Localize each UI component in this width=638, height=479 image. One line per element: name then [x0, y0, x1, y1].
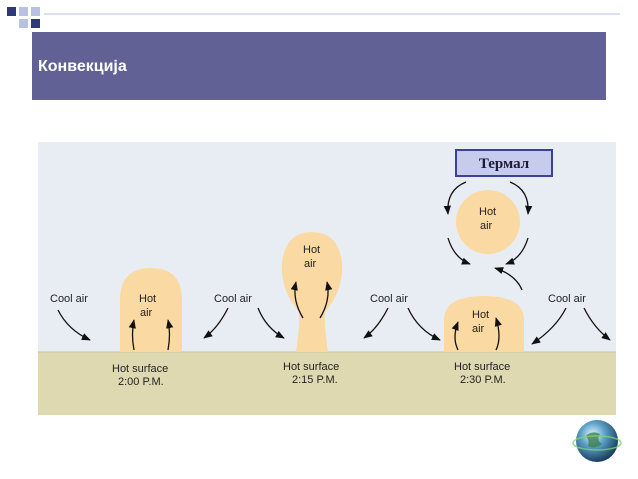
globe-icon	[572, 420, 622, 462]
cool-air-label-4: Cool air	[548, 293, 586, 305]
globe-ring	[572, 435, 622, 451]
rising-arrow-3a	[451, 321, 459, 351]
hot-air-label-3b: air	[480, 220, 493, 232]
hot-air-label-1b: air	[140, 307, 153, 319]
decorative-header	[7, 7, 620, 28]
ground	[38, 352, 616, 415]
stage-label-2-line2: 2:15 P.M.	[292, 374, 338, 386]
cool-air-arrow-1	[57, 309, 91, 341]
stage-label-2-line1: Hot surface	[283, 361, 339, 373]
rising-arrow-3c	[494, 267, 523, 291]
air-mass-2-00	[120, 268, 182, 352]
hot-air-label-3: Hot	[479, 206, 496, 218]
hot-air-label-4: Hot	[472, 309, 489, 321]
deco-square-light	[31, 7, 40, 16]
cool-air-arrow-3b	[407, 307, 441, 341]
rising-arrow-1b	[166, 319, 174, 351]
cool-air-arrow-2b	[257, 307, 285, 339]
hot-air-label-2: Hot	[303, 244, 320, 256]
cool-air-label-2: Cool air	[214, 293, 252, 305]
stage-label-1-line1: Hot surface	[112, 363, 168, 375]
cool-air-label-1: Cool air	[50, 293, 88, 305]
air-mass-2-15	[281, 232, 343, 352]
cool-air-arrow-2a	[203, 307, 229, 339]
circulation-arrow-left	[443, 181, 467, 215]
hot-air-label-1: Hot	[139, 293, 156, 305]
circulation-arrow-right	[509, 181, 533, 215]
rising-arrow-1a	[128, 319, 136, 351]
cool-air-arrow-4b	[583, 307, 611, 341]
rising-arrow-2a	[290, 281, 304, 319]
slide-title: Конвекција	[38, 58, 127, 75]
rising-arrow-3b	[494, 317, 502, 351]
circulation-arrow-bottom-left	[447, 237, 471, 265]
thermal-bubble	[456, 190, 520, 254]
air-mass-2-30	[444, 296, 524, 352]
cool-air-arrow-4a	[531, 307, 567, 345]
deco-square-dark	[7, 7, 16, 16]
stage-label-3-line1: Hot surface	[454, 361, 510, 373]
hot-air-label-4b: air	[472, 323, 485, 335]
stage-label-3-line2: 2:30 P.M.	[460, 374, 506, 386]
stage-label-1-line2: 2:00 P.M.	[118, 376, 164, 388]
hot-air-label-2b: air	[304, 258, 317, 270]
title-bar: Конвекција	[32, 32, 606, 100]
deco-square-light	[19, 7, 28, 16]
cool-air-arrow-3a	[363, 307, 389, 339]
rising-arrow-2b	[319, 281, 333, 319]
thermal-label-box	[455, 149, 553, 177]
thermal-label: Термал	[479, 156, 530, 172]
deco-square-dark	[31, 19, 40, 28]
deco-square-light	[19, 19, 28, 28]
cool-air-label-3: Cool air	[370, 293, 408, 305]
circulation-arrow-bottom-right	[505, 237, 529, 265]
